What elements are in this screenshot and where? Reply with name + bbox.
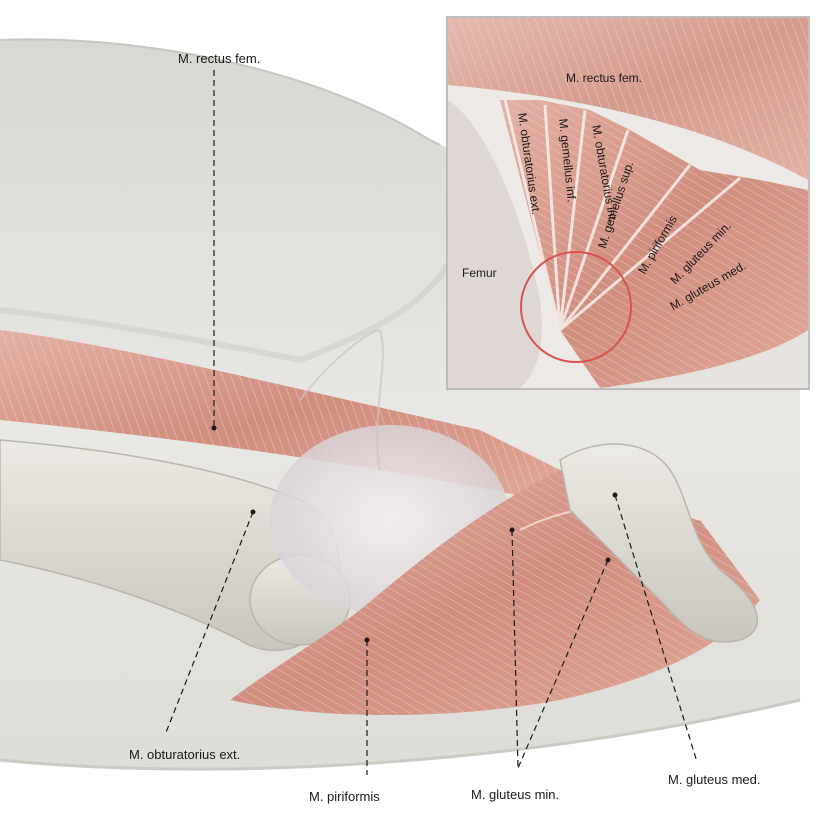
inset-label-rectus-fem: M. rectus fem. <box>566 71 643 85</box>
greater-trochanter <box>559 443 759 643</box>
label-rectus-fem: M. rectus fem. <box>178 51 261 66</box>
label-gluteus-min: M. gluteus min. <box>471 787 560 802</box>
leader-lines <box>164 70 698 775</box>
highlight-circle <box>520 251 632 363</box>
femur-bone <box>0 439 351 652</box>
label-piriformis: M. piriformis <box>309 789 380 804</box>
inset-panel <box>446 16 810 390</box>
label-gluteus-med: M. gluteus med. <box>668 772 761 787</box>
inset-label-femur: Femur <box>462 266 497 280</box>
leader-dots <box>211 425 618 643</box>
label-obturatorius-ext: M. obturatorius ext. <box>129 747 241 762</box>
